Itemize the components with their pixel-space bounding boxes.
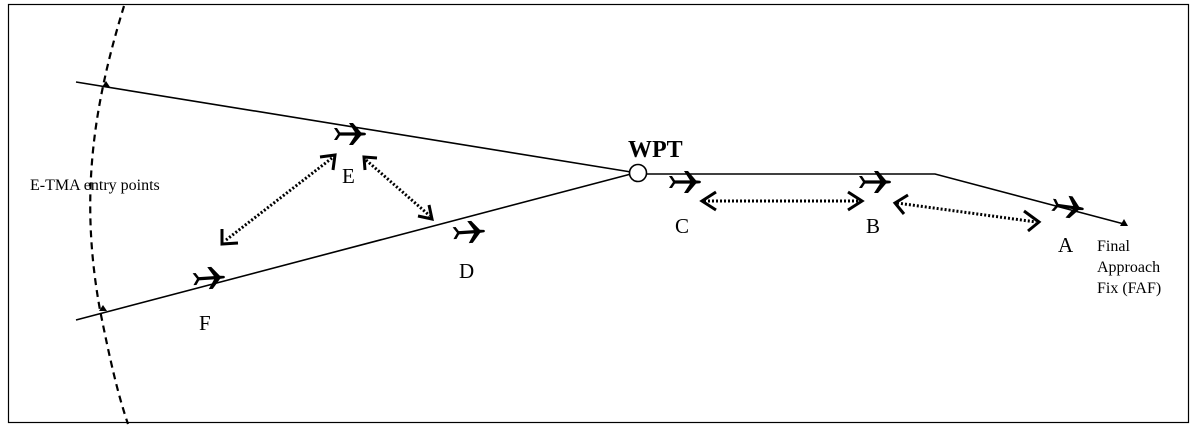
separation-arrow-a-b: [892, 193, 1042, 233]
faf-label-line3: Fix (FAF): [1097, 280, 1161, 297]
waypoint-circle: [628, 163, 648, 183]
aircraft-a-icon: [1050, 193, 1086, 220]
separation-arrow-e-f: [220, 153, 337, 246]
faf-label-line2: Approach: [1097, 259, 1160, 276]
aircraft-b-label: B: [866, 214, 880, 238]
aircraft-d-label: D: [459, 259, 474, 283]
faf-label-line1: Final: [1097, 238, 1130, 255]
aircraft-c-label: C: [675, 214, 689, 238]
separation-arrow-b-c: [699, 190, 865, 212]
aircraft-f-icon: [192, 265, 226, 291]
diagram-frame: [7, 3, 1190, 424]
entry-point-marker-upper: [102, 81, 110, 87]
aircraft-e-label: E: [342, 164, 355, 188]
etma-boundary-arc: [89, 5, 130, 425]
lower-route-line: [75, 173, 632, 321]
aircraft-d-icon: [452, 219, 486, 245]
aircraft-a-label: A: [1058, 233, 1074, 257]
faf-marker: [1120, 219, 1128, 226]
waypoint-label: WPT: [628, 137, 683, 163]
entry-points-label: E-TMA entry points: [30, 177, 160, 194]
separation-arrow-e-d: [362, 155, 434, 221]
aircraft-f-label: F: [199, 311, 211, 335]
entry-point-marker-lower: [99, 305, 107, 311]
